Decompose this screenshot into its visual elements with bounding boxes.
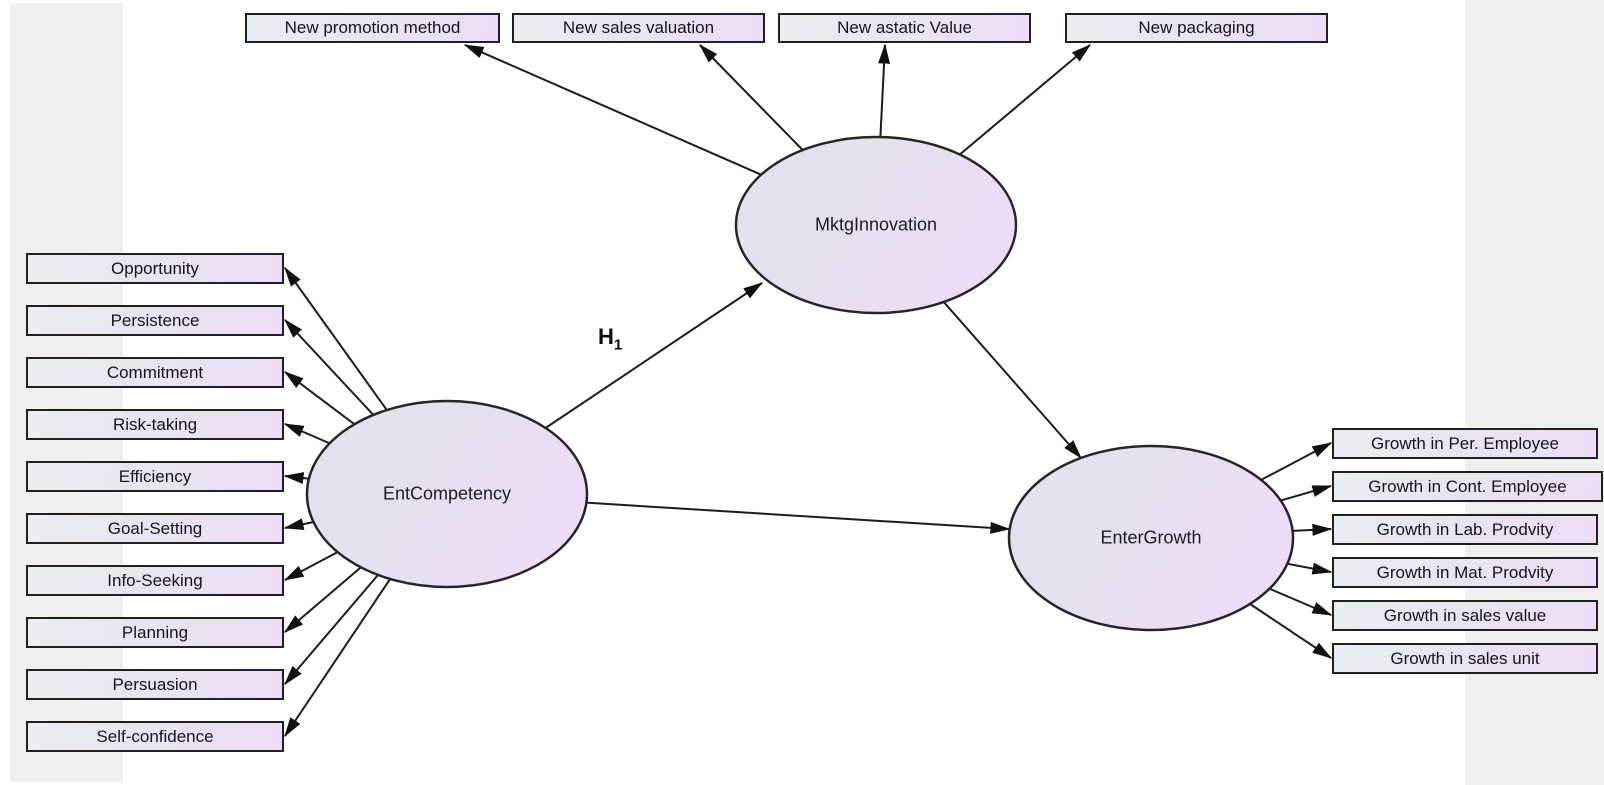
indicator-box-growth-sales-unit: Growth in sales unit bbox=[1332, 643, 1598, 674]
latent-ellipse-mktginnovation bbox=[734, 135, 1018, 315]
indicator-box-risk-taking: Risk-taking bbox=[26, 409, 284, 440]
latent-label-entergrowth: EnterGrowth bbox=[1100, 527, 1202, 548]
indicator-box-self-confidence: Self-confidence bbox=[26, 721, 284, 752]
hypothesis-label-h1: H1 bbox=[598, 324, 622, 353]
indicator-box-persuasion: Persuasion bbox=[26, 669, 284, 700]
indicator-box-efficiency: Efficiency bbox=[26, 461, 284, 492]
hypothesis-letter: H bbox=[598, 324, 614, 349]
indicator-box-growth-sales-value: Growth in sales value bbox=[1332, 600, 1598, 631]
latent-label-mktginnovation: MktgInnovation bbox=[814, 214, 938, 235]
latent-label-entcompetency: EntCompetency bbox=[382, 483, 512, 504]
indicator-box-persistence: Persistence bbox=[26, 305, 284, 336]
indicator-box-growth-lab-prodvity: Growth in Lab. Prodvity bbox=[1332, 514, 1598, 545]
indicator-box-planning: Planning bbox=[26, 617, 284, 648]
latent-ellipse-entergrowth bbox=[1007, 444, 1295, 632]
indicator-box-commitment: Commitment bbox=[26, 357, 284, 388]
indicator-box-goal-setting: Goal-Setting bbox=[26, 513, 284, 544]
latent-ellipse-entcompetency bbox=[305, 399, 589, 589]
indicator-box-opportunity: Opportunity bbox=[26, 253, 284, 284]
indicator-box-growth-mat-prodvity: Growth in Mat. Prodvity bbox=[1332, 557, 1598, 588]
indicator-box-growth-per-employee: Growth in Per. Employee bbox=[1332, 428, 1598, 459]
indicator-box-new-astatic-value: New astatic Value bbox=[778, 13, 1031, 43]
hypothesis-subscript: 1 bbox=[613, 336, 623, 354]
indicator-box-growth-cont-employee: Growth in Cont. Employee bbox=[1332, 471, 1603, 502]
page-margin-left bbox=[10, 3, 123, 782]
indicator-box-new-packaging: New packaging bbox=[1065, 13, 1328, 43]
indicator-box-new-sales-valuation: New sales valuation bbox=[512, 13, 765, 43]
indicator-box-new-promotion-method: New promotion method bbox=[245, 13, 500, 43]
indicator-box-info-seeking: Info-Seeking bbox=[26, 565, 284, 596]
